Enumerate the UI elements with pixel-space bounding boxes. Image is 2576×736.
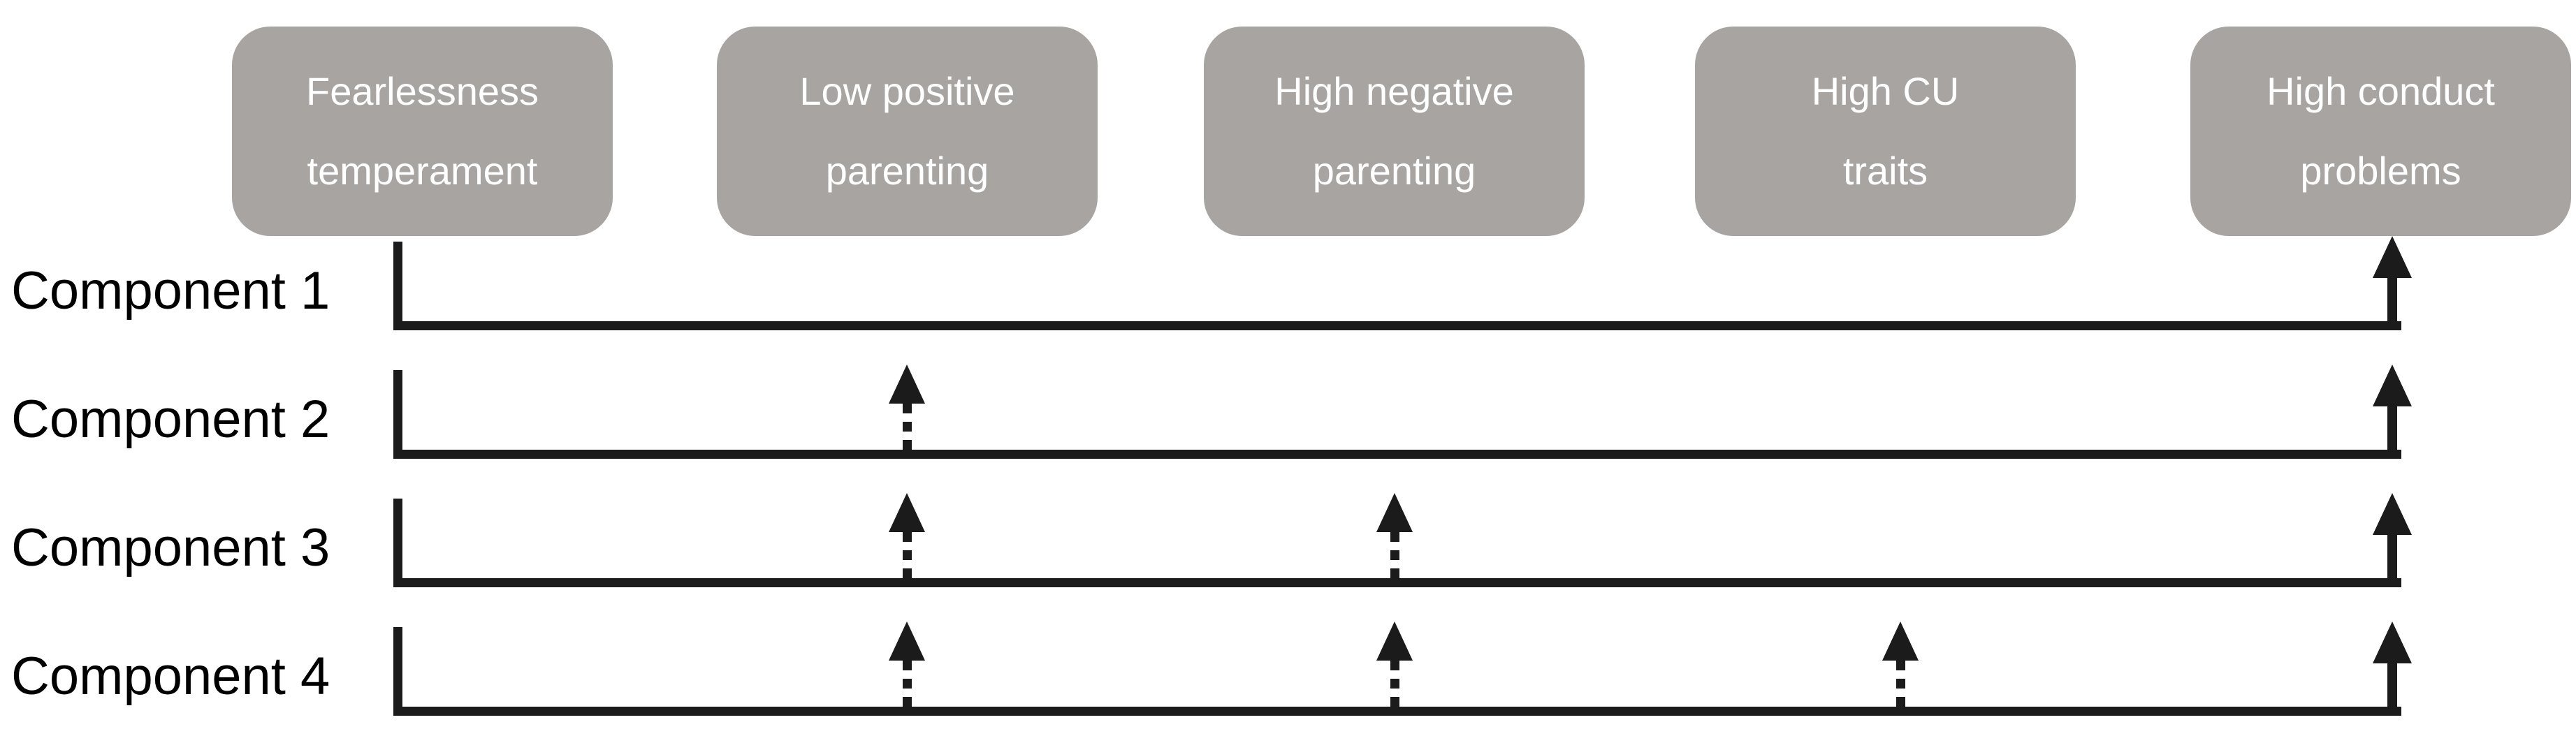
row-baseline <box>393 450 2401 459</box>
component-4-row: Component 4 <box>0 621 2576 716</box>
box-high-conduct-problems: High conduct problems <box>2190 27 2571 236</box>
dotted-up-arrow <box>1881 621 1920 707</box>
arrowhead-icon <box>2373 493 2412 535</box>
dotted-up-arrow <box>1375 493 1414 578</box>
solid-up-arrow <box>2373 621 2412 707</box>
row-start-tick <box>393 499 402 587</box>
dotted-up-arrow <box>887 493 926 578</box>
box-label-line: High CU <box>1811 69 1960 113</box>
component-1-label: Component 1 <box>11 260 330 321</box>
component-1-row: Component 1 <box>0 236 2576 330</box>
row-start-tick <box>393 242 402 330</box>
component-2-row: Component 2 <box>0 365 2576 459</box>
arrow-stem <box>2387 663 2397 707</box>
arrow-stem <box>2387 278 2397 321</box>
box-label-line: Low positive <box>799 69 1015 113</box>
arrow-stem <box>2387 535 2397 578</box>
box-label-line: High negative <box>1274 69 1514 113</box>
dotted-up-arrow <box>887 621 926 707</box>
dotted-up-arrow <box>1375 621 1414 707</box>
box-label-line: parenting <box>1312 149 1476 193</box>
box-high-cu-traits: High CU traits <box>1695 27 2076 236</box>
box-label-line: Fearlessness <box>305 69 539 113</box>
arrowhead-icon <box>1376 493 1413 532</box>
box-label-line: parenting <box>825 149 989 193</box>
arrow-stem <box>902 661 912 707</box>
arrowhead-icon <box>889 621 925 661</box>
arrowhead-icon <box>1376 621 1413 661</box>
component-2-label: Component 2 <box>11 389 330 449</box>
component-3-label: Component 3 <box>11 517 330 577</box>
arrowhead-icon <box>889 493 925 532</box>
arrow-stem <box>1390 532 1399 578</box>
component-3-row: Component 3 <box>0 493 2576 587</box>
box-low-positive-parenting: Low positive parenting <box>717 27 1098 236</box>
arrowhead-icon <box>2373 365 2412 406</box>
arrow-stem <box>2387 406 2397 450</box>
row-start-tick <box>393 370 402 459</box>
box-label-line: temperament <box>307 149 538 193</box>
arrowhead-icon <box>889 365 925 404</box>
box-fearlessness-temperament: Fearlessness temperament <box>232 27 613 236</box>
box-label-line: traits <box>1842 149 1928 193</box>
dotted-up-arrow <box>887 365 926 450</box>
solid-up-arrow <box>2373 365 2412 450</box>
box-label-line: problems <box>2300 149 2461 193</box>
arrow-stem <box>1390 661 1399 707</box>
row-start-tick <box>393 627 402 716</box>
arrow-stem <box>902 532 912 578</box>
solid-up-arrow <box>2373 236 2412 321</box>
row-baseline <box>393 321 2401 330</box>
arrowhead-icon <box>2373 236 2412 278</box>
arrow-stem <box>902 404 912 450</box>
arrow-stem <box>1895 661 1905 707</box>
box-high-negative-parenting: High negative parenting <box>1204 27 1585 236</box>
row-baseline <box>393 578 2401 587</box>
row-baseline <box>393 707 2401 716</box>
solid-up-arrow <box>2373 493 2412 578</box>
arrowhead-icon <box>2373 621 2412 663</box>
box-label-line: High conduct <box>2266 69 2495 113</box>
arrowhead-icon <box>1882 621 1919 661</box>
component-4-label: Component 4 <box>11 646 330 706</box>
